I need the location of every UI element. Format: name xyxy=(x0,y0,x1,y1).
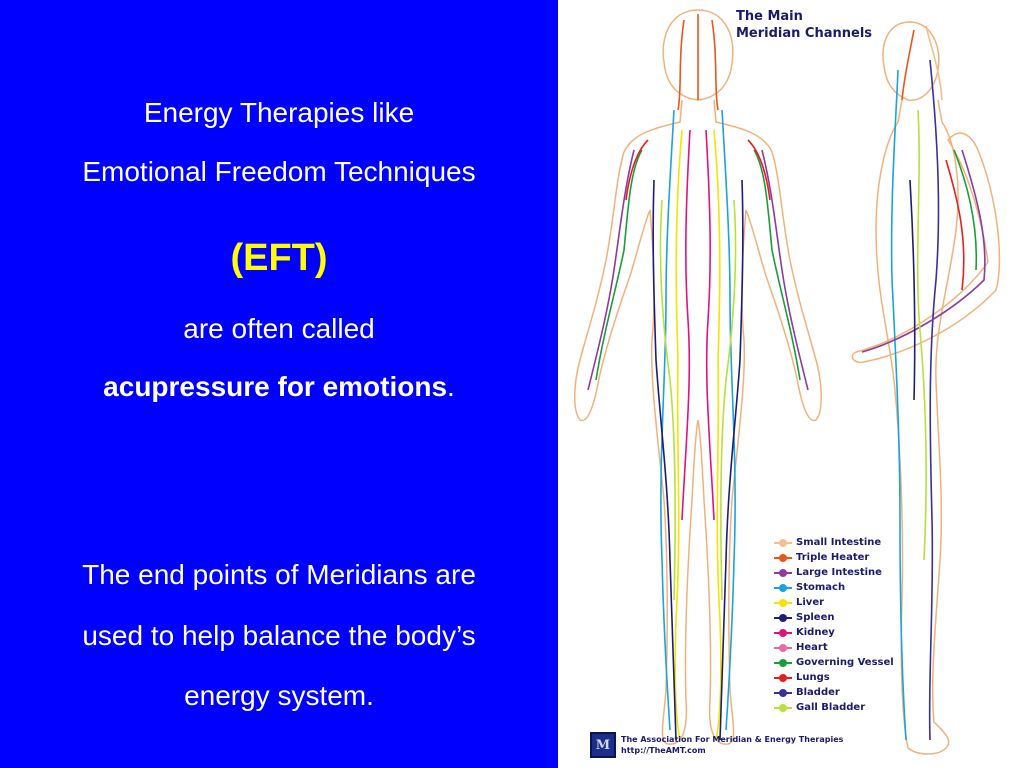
eft-heading: (EFT) xyxy=(230,237,328,279)
meridian-body-illustration xyxy=(574,9,1001,755)
meridian-line-3: energy system. xyxy=(184,680,374,711)
text-panel: Energy Therapies like Emotional Freedom … xyxy=(0,0,558,768)
legend-item-large-intestine: Large Intestine xyxy=(774,565,934,580)
acupressure-line: acupressure for emotions. xyxy=(0,370,558,404)
acupressure-emphasis: acupressure for emotions xyxy=(103,371,448,402)
legend-item-lungs: Lungs xyxy=(774,670,934,685)
legend-marker xyxy=(774,568,792,578)
amt-url: http://TheAMT.com xyxy=(621,746,706,755)
legend-label: Bladder xyxy=(796,687,840,698)
amt-organization: The Association For Meridian & Energy Th… xyxy=(621,735,844,744)
legend-marker xyxy=(774,553,792,563)
legend-label: Lungs xyxy=(796,672,830,683)
intro-line-4: are often called xyxy=(183,313,375,344)
amt-credit: M The Association For Meridian & Energy … xyxy=(590,732,843,758)
legend-marker xyxy=(774,658,792,668)
legend-label: Stomach xyxy=(796,582,846,593)
legend-marker xyxy=(774,628,792,638)
amt-credit-text: The Association For Meridian & Energy Th… xyxy=(621,734,843,756)
legend-marker xyxy=(774,583,792,593)
legend-item-triple-heater: Triple Heater xyxy=(774,550,934,565)
legend-marker xyxy=(774,688,792,698)
figure-title-line-2: Meridian Channels xyxy=(736,26,873,41)
legend-label: Small Intestine xyxy=(796,537,882,548)
figure-title: The Main Meridian Channels xyxy=(736,8,872,42)
legend-marker xyxy=(774,613,792,623)
amt-logo: M xyxy=(590,732,616,758)
meridian-figure: The Main Meridian Channels Small Intesti… xyxy=(558,0,1024,768)
legend-item-gall-bladder: Gall Bladder xyxy=(774,700,934,715)
legend-label: Spleen xyxy=(796,612,835,623)
legend-marker xyxy=(774,703,792,713)
legend-label: Gall Bladder xyxy=(796,702,866,713)
legend-item-governing-vessel: Governing Vessel xyxy=(774,655,934,670)
intro-line-1: Energy Therapies like xyxy=(143,97,415,128)
legend-item-heart: Heart xyxy=(774,640,934,655)
legend-item-bladder: Bladder xyxy=(774,685,934,700)
acupressure-period: . xyxy=(447,371,455,402)
legend-label: Liver xyxy=(796,597,825,608)
legend-item-spleen: Spleen xyxy=(774,610,934,625)
legend-label: Large Intestine xyxy=(796,567,882,578)
legend-item-stomach: Stomach xyxy=(774,580,934,595)
legend-label: Governing Vessel xyxy=(796,657,894,668)
meridian-line-1: The end points of Meridians are xyxy=(82,559,476,590)
figure-title-line-1: The Main xyxy=(736,9,803,24)
legend-label: Kidney xyxy=(796,627,835,638)
meridian-legend: Small Intestine Triple Heater Large Inte… xyxy=(774,535,934,715)
legend-item-small-intestine: Small Intestine xyxy=(774,535,934,550)
legend-item-kidney: Kidney xyxy=(774,625,934,640)
legend-label: Heart xyxy=(796,642,828,653)
legend-marker xyxy=(774,598,792,608)
legend-item-liver: Liver xyxy=(774,595,934,610)
meridian-line-2: used to help balance the body’s xyxy=(82,620,476,651)
legend-label: Triple Heater xyxy=(796,552,870,563)
legend-marker xyxy=(774,538,792,548)
legend-marker xyxy=(774,643,792,653)
legend-marker xyxy=(774,673,792,683)
intro-line-2: Emotional Freedom Techniques xyxy=(82,156,476,187)
